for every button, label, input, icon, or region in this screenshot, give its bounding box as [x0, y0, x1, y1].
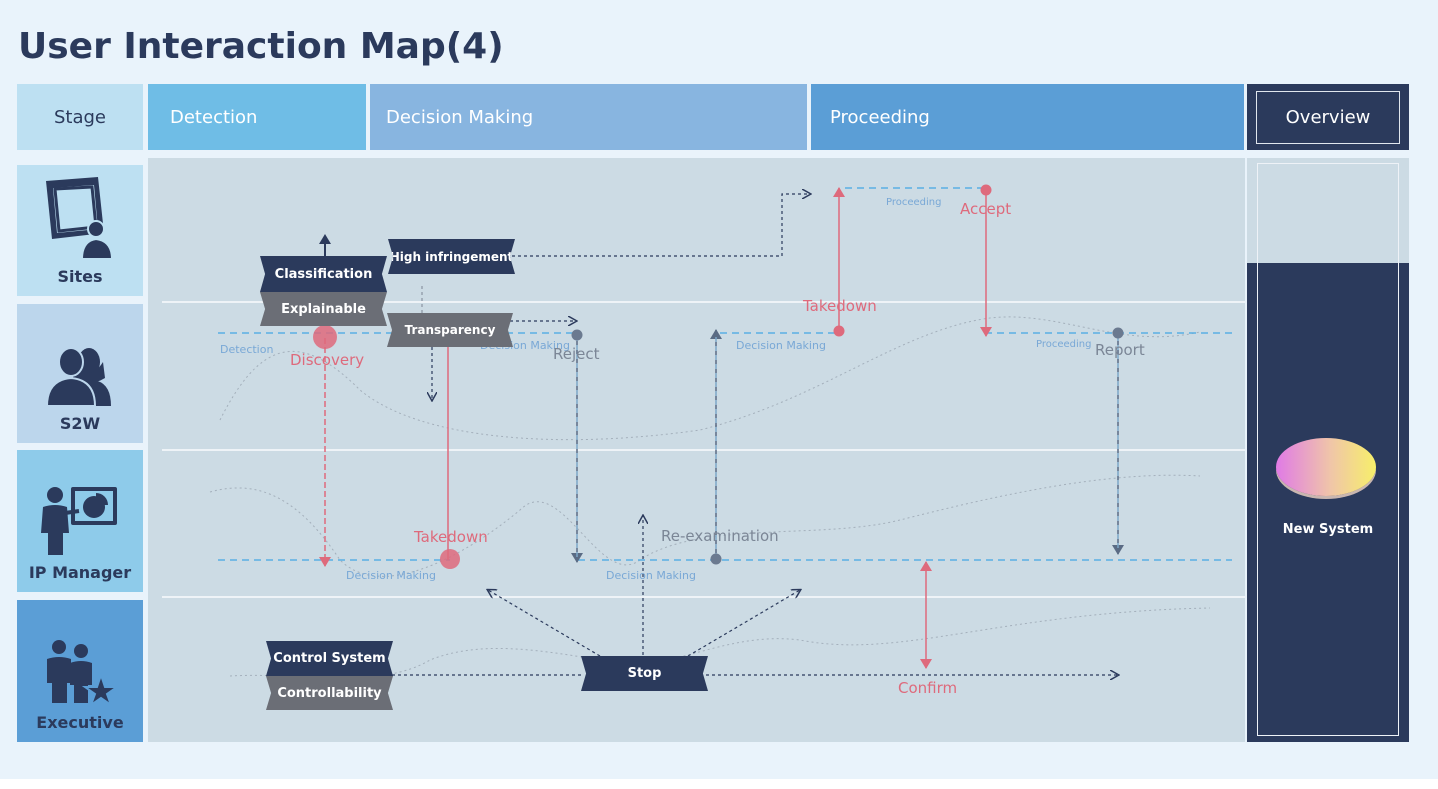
line-label-proceeding-1: Proceeding [886, 197, 942, 208]
overview-fill [1247, 263, 1409, 742]
node-accept: Accept [960, 200, 1012, 218]
sites-icon [46, 177, 114, 259]
stage-label: Stage [17, 84, 143, 150]
executive-icon [47, 640, 117, 705]
tag-classification: Classification [260, 256, 387, 292]
overview-box: Overview [1256, 91, 1400, 144]
line-label-proceeding-2: Proceeding [1036, 339, 1092, 350]
line-label-decision-3: Decision Making [346, 569, 436, 582]
tag-controllability: Controllability [266, 676, 393, 710]
tag-high-infringement: High infringement [388, 239, 515, 274]
node-discovery: Discovery [290, 351, 365, 369]
header-detection-text: Detection [170, 106, 258, 128]
header-overview: Overview [1247, 84, 1409, 150]
node-takedown-ip: Takedown [414, 528, 488, 546]
tag-stop: Stop [581, 656, 708, 691]
dotted-connectors [392, 194, 1118, 675]
header-detection: Detection [148, 84, 366, 150]
header-overview-text: Overview [1285, 107, 1371, 128]
users-icon [45, 347, 111, 406]
lane-s2w: S2W [17, 304, 143, 443]
node-reject: Reject [553, 345, 600, 363]
line-label-decision-2: Decision Making [736, 339, 826, 352]
lane-ip-manager: IP Manager [17, 450, 143, 592]
header-proceeding: Proceeding [811, 84, 1244, 150]
node-re-examination: Re-examination [661, 527, 779, 545]
line-label-detection: Detection [220, 343, 274, 356]
lane-executive: Executive [17, 600, 143, 742]
lane-s2w-label: S2W [59, 414, 101, 433]
header-proceeding-text: Proceeding [830, 106, 930, 128]
node-points [313, 184, 1124, 569]
line-label-decision-4: Decision Making [606, 569, 696, 582]
lane-sites-label: Sites [57, 267, 103, 286]
stage-label-text: Stage [53, 106, 106, 128]
new-system-disc [1276, 438, 1376, 496]
tag-control-system: Control System [266, 641, 393, 676]
lane-ip-manager-label: IP Manager [28, 563, 132, 582]
line-label-decision-1: Decision Making [480, 339, 570, 352]
new-system-label: New System [1282, 522, 1374, 537]
overview-column: New System [1247, 158, 1409, 742]
header-decision-making: Decision Making [370, 84, 807, 150]
overview-frame [1257, 163, 1399, 736]
experience-curves [209, 316, 1211, 679]
node-takedown-s2w: Takedown [803, 297, 877, 315]
node-confirm: Confirm [898, 679, 958, 697]
presenter-icon [41, 487, 117, 555]
lane-sites: Sites [17, 165, 143, 296]
tag-transparency: Transparency [387, 313, 513, 347]
node-report: Report [1095, 341, 1145, 359]
flow-arrows [319, 187, 1124, 669]
page-title: User Interaction Map(4) [18, 26, 504, 67]
stage-lines [218, 187, 1232, 561]
header-decision-text: Decision Making [386, 106, 534, 128]
tag-explainable: Explainable [260, 292, 387, 326]
lane-executive-label: Executive [36, 713, 124, 732]
